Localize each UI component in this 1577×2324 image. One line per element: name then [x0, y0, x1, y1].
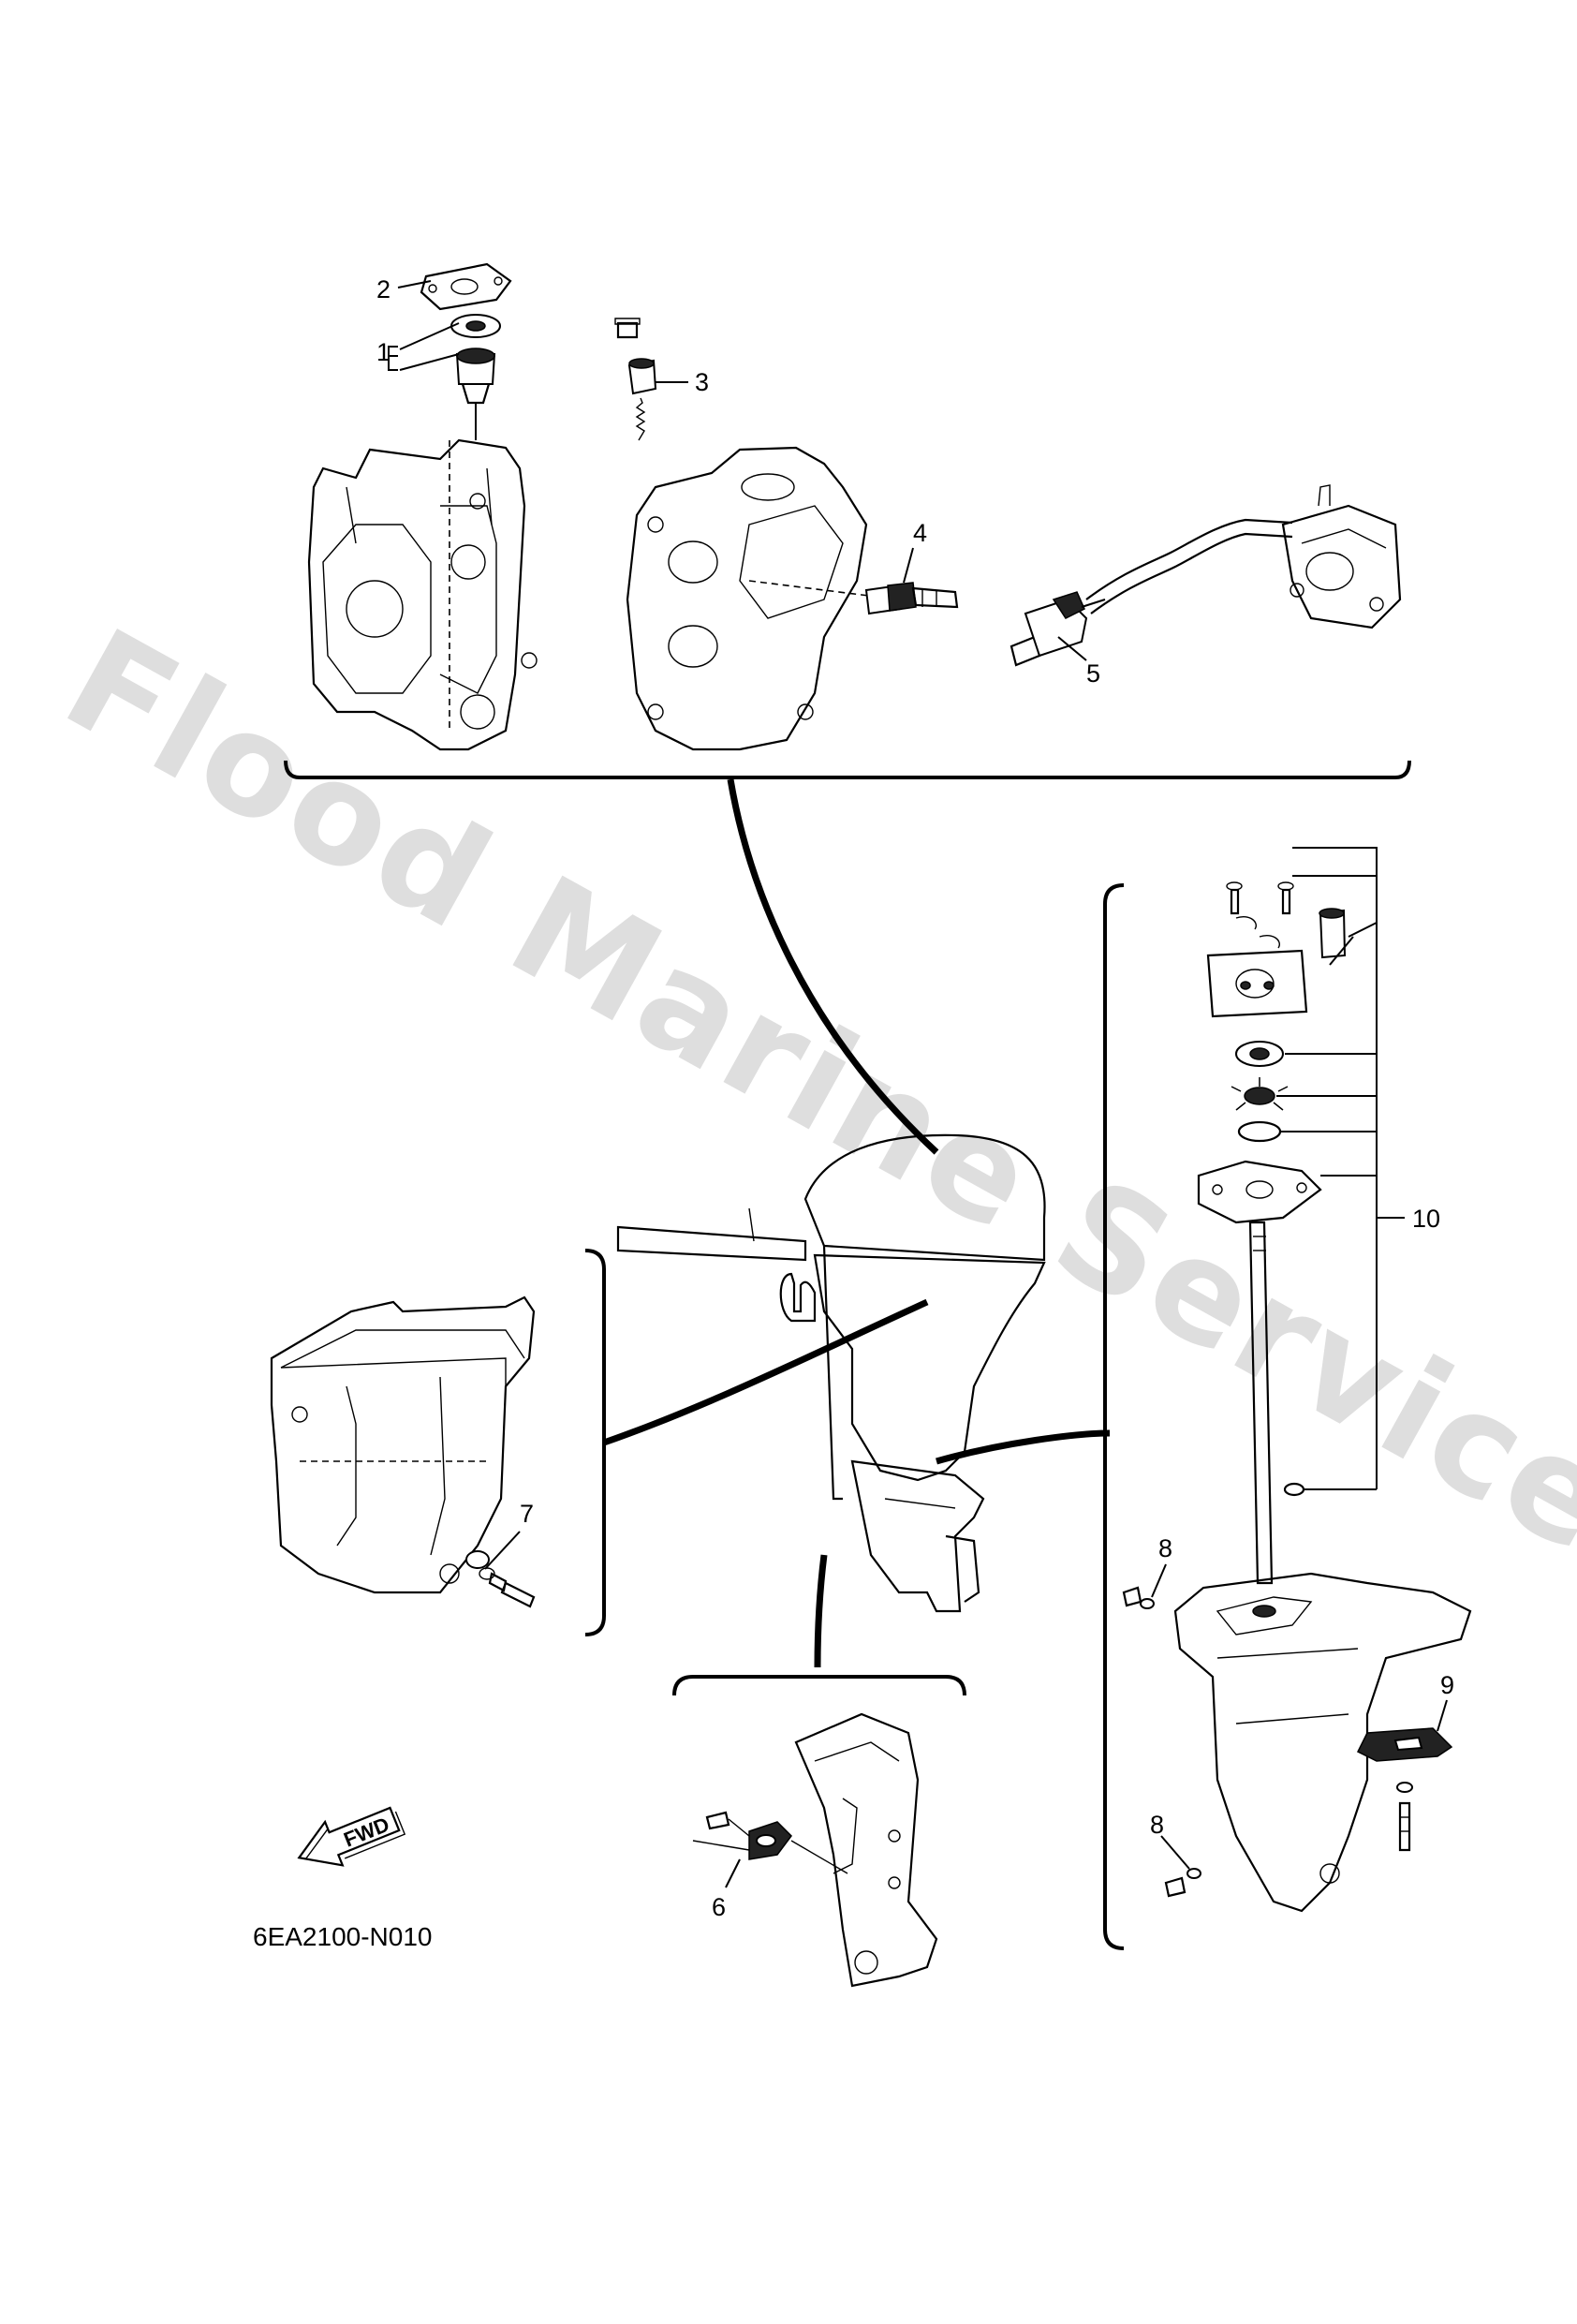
callout-5: 5 — [1086, 659, 1100, 688]
thermostat-gasket[interactable] — [420, 262, 512, 311]
kit-pump-leader — [1329, 922, 1378, 966]
callout-3: 3 — [695, 368, 709, 396]
callout-4: 4 — [913, 519, 927, 547]
bottom-group — [672, 1675, 966, 1988]
spark-plug[interactable] — [864, 547, 959, 615]
lower-case[interactable] — [1173, 1572, 1472, 1913]
right-group-brace — [1103, 883, 1125, 1950]
diagram-code: 6EA2100-N010 — [253, 1922, 432, 1951]
right-group — [1103, 847, 1472, 1950]
top-group-brace — [284, 760, 1411, 779]
fuel-pump-assembly[interactable] — [1010, 484, 1402, 667]
anode-with-bolt[interactable] — [614, 318, 688, 441]
connector-right — [936, 1429, 1111, 1465]
cylinder-head[interactable] — [626, 446, 900, 751]
callout-1-line-b — [399, 353, 460, 371]
outboard-motor — [602, 778, 1111, 1668]
kit-bracket-top — [1292, 847, 1378, 877]
bolt-washer-lower[interactable] — [1160, 1835, 1201, 1898]
connector-top — [727, 778, 939, 1155]
bolt-washer-upper[interactable] — [1122, 1563, 1167, 1609]
callout-9: 9 — [1440, 1671, 1454, 1699]
impeller[interactable] — [1231, 1077, 1289, 1111]
callout-2: 2 — [376, 275, 391, 303]
trim-tab-anode[interactable] — [1356, 1699, 1453, 1852]
left-group-brace — [584, 1249, 606, 1636]
callout-7: 7 — [520, 1500, 534, 1528]
left-group — [270, 1249, 606, 1636]
callout-1: 1 — [376, 338, 391, 366]
fwd-arrow-icon: FWD — [297, 1806, 406, 1867]
o-ring[interactable] — [1237, 1120, 1282, 1143]
callout-2-leader — [397, 280, 432, 289]
callout-8-lower: 8 — [1150, 1811, 1164, 1839]
connector-left — [602, 1298, 929, 1446]
callout-1-line-a — [399, 322, 460, 350]
callout-8-upper: 8 — [1158, 1534, 1172, 1562]
thermostat[interactable] — [450, 314, 501, 440]
upper-casing[interactable] — [270, 1295, 536, 1594]
connector-bottom — [814, 1554, 828, 1668]
callout-6: 6 — [712, 1893, 726, 1921]
top-cowling — [803, 1133, 1046, 1262]
small-o-ring[interactable] — [1283, 1482, 1305, 1497]
bottom-group-brace — [672, 1675, 966, 1696]
bracket-anode[interactable] — [692, 1811, 848, 1888]
swivel-bracket[interactable] — [794, 1712, 938, 1988]
outer-plate-cartridge[interactable] — [1197, 1160, 1322, 1224]
top-group — [284, 262, 1411, 779]
clamp-bracket — [779, 1272, 817, 1323]
watermark: Flood Marine Services — [40, 599, 1577, 1628]
drive-shaft[interactable] — [1248, 1221, 1274, 1585]
cylinder-block[interactable] — [307, 438, 538, 751]
tiller-handle — [616, 1225, 807, 1262]
callout-10: 10 — [1412, 1205, 1440, 1233]
pump-insert-cartridge[interactable] — [1235, 1041, 1284, 1067]
drain-screw[interactable] — [465, 1531, 536, 1608]
callout-1-bracket — [388, 346, 398, 371]
water-pump-housing[interactable] — [1206, 881, 1347, 1018]
